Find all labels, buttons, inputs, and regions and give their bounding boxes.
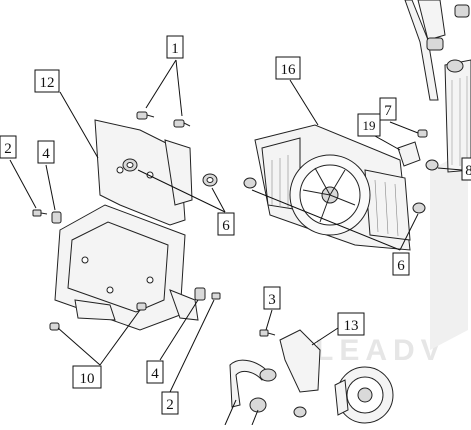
svg-text:4: 4	[42, 146, 50, 162]
pump-bracket-part-13	[279, 329, 321, 393]
hose-clip-top	[454, 4, 470, 18]
svg-text:6: 6	[222, 218, 230, 234]
svg-text:10: 10	[80, 371, 95, 387]
callout-8: 8	[461, 157, 471, 181]
svg-text:2: 2	[4, 141, 12, 157]
grommet-part-6c	[243, 177, 257, 189]
callout-1: 1	[166, 35, 184, 59]
grommet-part-6d	[412, 202, 426, 214]
grommet-part-6a	[122, 158, 138, 172]
screw-part-2a	[32, 209, 48, 217]
callout-6-radiator: 6	[392, 252, 410, 276]
callout-4-bottom: 4	[146, 360, 164, 384]
clip-nut-part-4a	[51, 211, 62, 224]
svg-text:19: 19	[363, 118, 376, 133]
callout-4-left: 4	[37, 140, 55, 164]
callout-7: 7	[379, 97, 397, 121]
svg-text:6: 6	[397, 258, 405, 274]
callout-10: 10	[72, 365, 102, 389]
bolt-part-10b	[136, 302, 147, 311]
coolant-reservoir	[444, 59, 471, 173]
radiator-fan-assembly	[254, 124, 411, 251]
clip-nut-part-4b	[194, 287, 206, 301]
svg-text:4: 4	[151, 366, 159, 382]
callout-13: 13	[337, 312, 365, 336]
bolt-part-1a	[136, 111, 155, 120]
bolt-part-10a	[49, 322, 60, 331]
clamp-part-7	[417, 129, 428, 138]
cap-part-8	[425, 159, 439, 171]
watermark-logo	[430, 150, 468, 350]
svg-text:12: 12	[40, 75, 55, 91]
svg-text:8: 8	[465, 163, 471, 179]
mounting-bracket	[54, 119, 199, 331]
hose-fitting-part-19	[397, 141, 421, 167]
svg-text:13: 13	[344, 318, 359, 334]
grommet-part-6b	[202, 173, 218, 187]
watermark-text: LEADV	[315, 334, 447, 367]
callout-3: 3	[263, 286, 281, 310]
svg-text:3: 3	[268, 292, 276, 308]
svg-text:1: 1	[171, 41, 179, 57]
svg-text:16: 16	[281, 62, 297, 78]
svg-text:2: 2	[166, 397, 174, 413]
bolt-part-1b	[173, 119, 191, 128]
screw-part-2b	[211, 292, 221, 300]
leader-lines	[9, 59, 463, 426]
callout-19: 19	[357, 113, 381, 137]
callout-6-bracket: 6	[217, 212, 235, 236]
callout-12: 12	[34, 69, 60, 93]
coolant-hose-top	[404, 0, 446, 101]
pump-hose	[229, 359, 307, 418]
callout-2-bottom: 2	[161, 391, 179, 415]
water-pump	[334, 366, 394, 424]
callout-2-left: 2	[0, 135, 17, 159]
svg-text:7: 7	[384, 103, 392, 119]
screw-part-3	[259, 329, 276, 337]
callout-16: 16	[275, 56, 301, 80]
